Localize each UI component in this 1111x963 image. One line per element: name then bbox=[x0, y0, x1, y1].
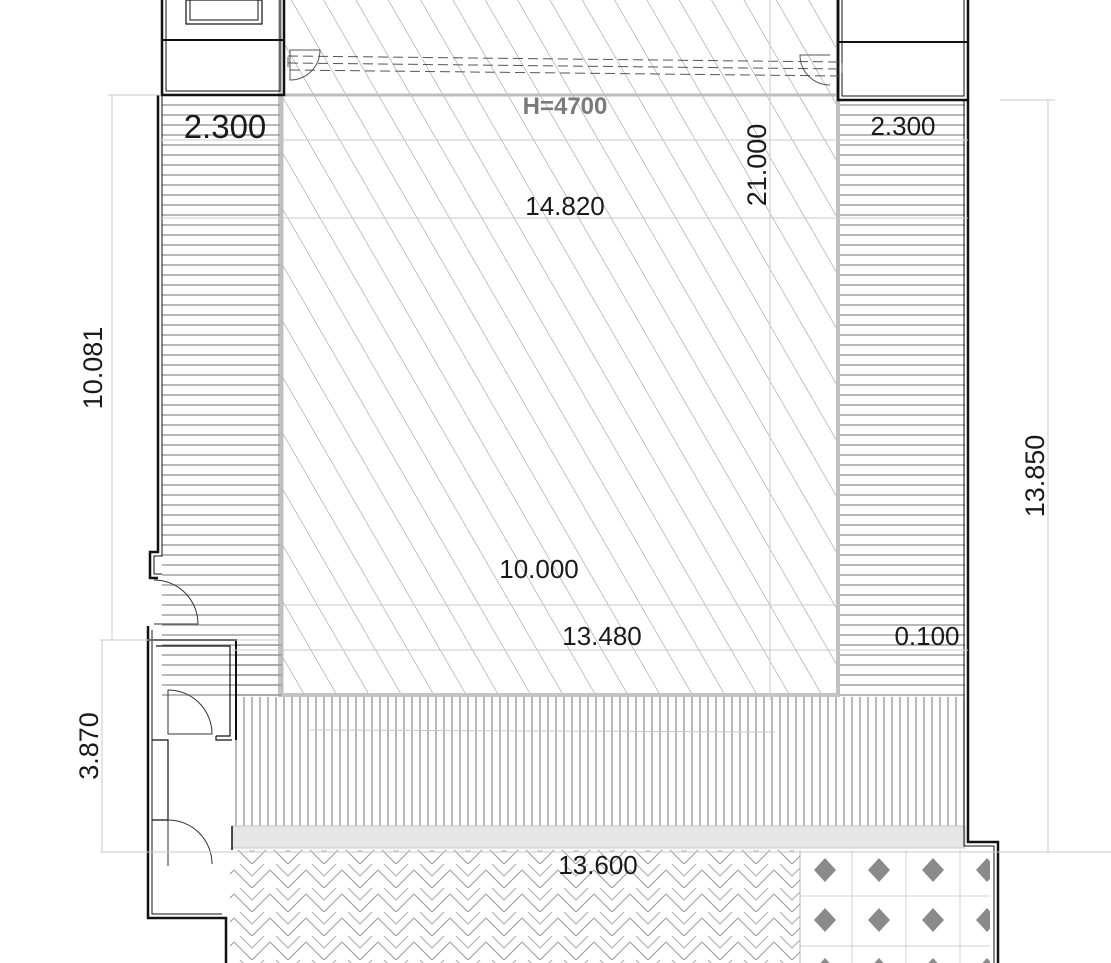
dim-right-height: 13.850 bbox=[1020, 435, 1050, 518]
overhead-beam bbox=[287, 55, 843, 77]
height-label: H=4700 bbox=[523, 93, 608, 120]
dim-stage-width-lower: 13.480 bbox=[562, 621, 642, 651]
dim-gap-right: 0.100 bbox=[894, 621, 959, 651]
dim-vertical-21: 21.000 bbox=[742, 124, 772, 207]
front-band bbox=[231, 697, 966, 849]
right-side-band bbox=[840, 100, 965, 697]
dimension-lines bbox=[100, 0, 1111, 853]
dim-stage-width-upper: 14.820 bbox=[525, 191, 605, 221]
labels: H=4700 2.300 2.300 14.820 21.000 10.081 … bbox=[74, 93, 1050, 880]
left-side-band bbox=[162, 100, 282, 700]
dim-left-height: 10.081 bbox=[78, 327, 108, 410]
herringbone-floor bbox=[230, 850, 990, 963]
dim-lower-left-height: 3.870 bbox=[74, 712, 104, 780]
dim-inner-10: 10.000 bbox=[499, 554, 579, 584]
dim-top-left-width: 2.300 bbox=[184, 108, 267, 145]
dim-bottom-width: 13.600 bbox=[558, 850, 638, 880]
doors bbox=[153, 49, 831, 866]
dim-top-right-width: 2.300 bbox=[870, 111, 935, 141]
